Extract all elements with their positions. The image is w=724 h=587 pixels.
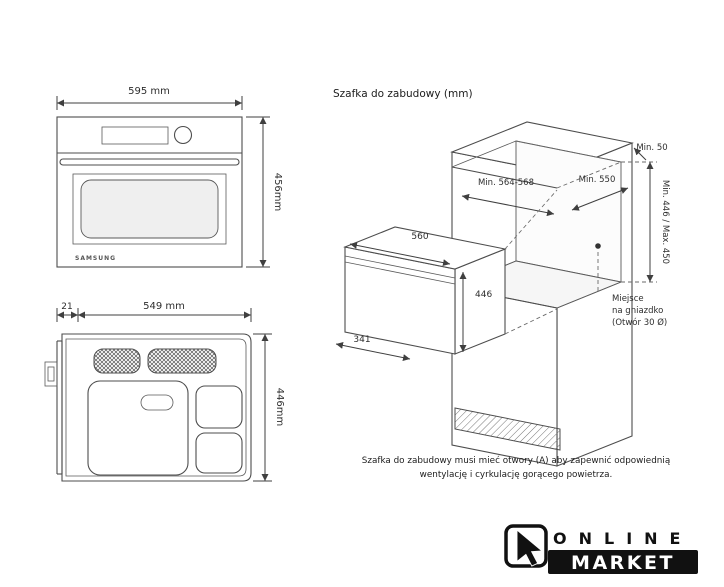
footnote-line2: wentylację i cyrkulację gorącego powietr… — [420, 470, 613, 480]
oven-handle — [59, 158, 240, 166]
top-width-dimension-label: 549 mm — [143, 301, 185, 312]
cabinet-plinth — [454, 407, 561, 451]
door-window-inner — [80, 179, 219, 239]
oven-body-outline — [56, 116, 243, 268]
niche-depth-label: Min. 550 — [579, 175, 616, 185]
component-box-bottom — [195, 432, 243, 474]
oven-display — [101, 126, 169, 145]
rear-gap-label: Min. 50 — [636, 143, 667, 153]
niche-height-label: Min. 446 / Max. 450 — [660, 180, 670, 264]
component-box-top — [195, 385, 243, 429]
niche-width-label: Min. 564-568 — [478, 178, 534, 188]
top-view-dimensions: 21 549 mm 446mm — [56, 301, 285, 482]
oven-box: 560 446 341 — [335, 189, 558, 362]
door-depth-dimension-label: 21 — [61, 302, 72, 312]
oven-top-view: 21 549 mm 446mm — [44, 301, 285, 482]
socket-label-line1: Miejsce — [612, 294, 644, 304]
cabinet-diagram: Szafka do zabudowy (mm) Min. 564-568 Min… — [333, 88, 670, 480]
cavity-oval — [140, 394, 174, 411]
front-width-dimension: 595 mm — [56, 86, 243, 110]
oven-front-view: 595 mm 456mm SAMSUNG — [56, 86, 283, 268]
footnote-line1: Szafka do zabudowy musi mieć otwory (A) … — [362, 455, 670, 466]
socket-dot — [595, 243, 601, 249]
oven-depth-label: 341 — [353, 335, 370, 345]
online-market-logo: ONLINE MARKET — [504, 524, 698, 574]
front-height-dimension: 456mm — [246, 116, 283, 268]
front-height-dimension-label: 456mm — [272, 173, 283, 212]
brand-label: SAMSUNG — [75, 255, 116, 262]
logo-market-text: MARKET — [571, 552, 675, 574]
niche-back-wall — [515, 140, 622, 283]
socket-label-line3: (Otwór 30 Ø) — [612, 317, 667, 328]
oven-height-label: 446 — [475, 290, 492, 300]
top-depth-dimension-label: 446mm — [274, 388, 285, 427]
logo-market-bar — [548, 550, 698, 574]
top-view-body-outline — [61, 333, 252, 482]
door-edge — [44, 340, 63, 475]
cursor-icon — [516, 529, 544, 567]
vent-grille-left — [93, 348, 141, 374]
door-hinge-latch — [44, 361, 58, 387]
cavity-outline — [87, 380, 189, 476]
front-width-dimension-label: 595 mm — [128, 86, 170, 97]
vent-grille-right — [147, 348, 217, 374]
cabinet-title: Szafka do zabudowy (mm) — [333, 88, 473, 100]
socket-label-line2: na gniazdko — [612, 306, 663, 316]
door-window-outer — [72, 173, 227, 245]
socket-callout: Miejsce na gniazdko (Otwór 30 Ø) — [595, 243, 667, 328]
logo-online-text: ONLINE — [553, 529, 692, 548]
top-view-body-inner — [65, 338, 247, 477]
oven-knob — [173, 125, 193, 145]
oven-width-label: 560 — [411, 232, 428, 242]
